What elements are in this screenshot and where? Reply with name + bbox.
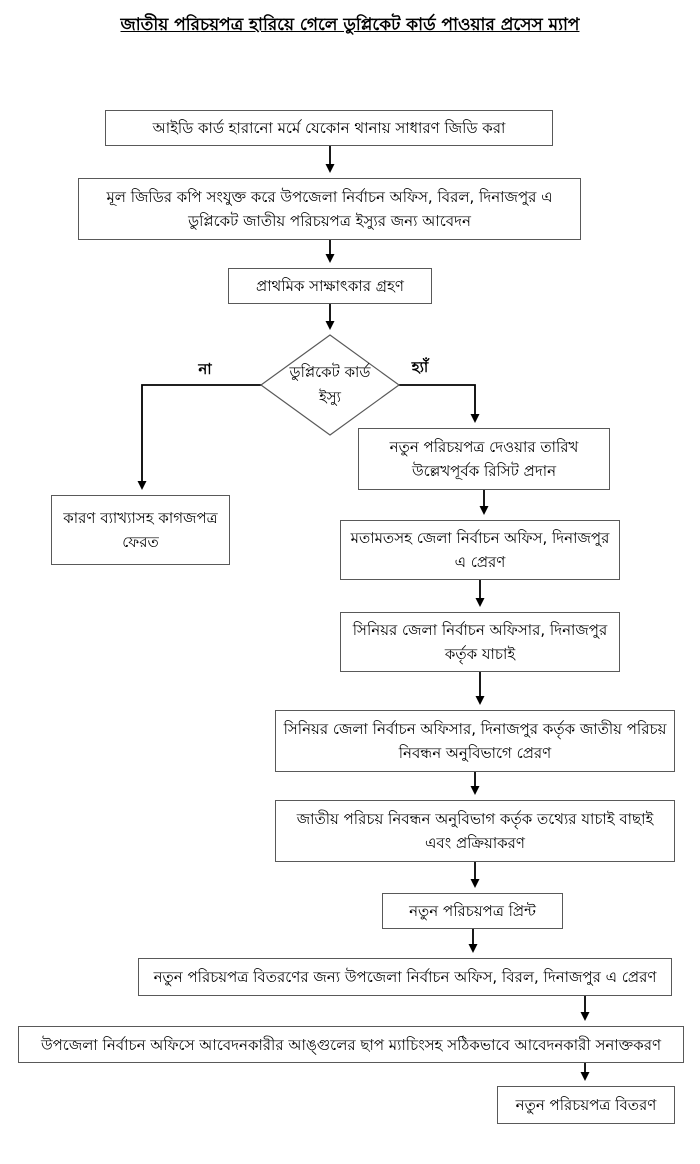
decision-label: ডুপ্লিকেট কার্ড ইস্যু bbox=[289, 362, 371, 407]
step-nid-processing-box: জাতীয় পরিচয় নিবন্ধন অনুবিভাগ কর্তৃক তথ… bbox=[275, 800, 675, 862]
page-title: জাতীয় পরিচয়পত্র হারিয়ে গেলে ডুপ্লিকেট… bbox=[120, 15, 580, 35]
step-verify-senior-box: সিনিয়র জেলা নির্বাচন অফিসার, দিনাজপুর ক… bbox=[340, 612, 620, 672]
step-gd-box: আইডি কার্ড হারানো মর্মে যেকোন থানায় সাধ… bbox=[105, 110, 553, 146]
step-receipt-label: নতুন পরিচয়পত্র দেওয়ার তারিখ উল্লেখপূর্… bbox=[389, 438, 579, 480]
step-print-card-box: নতুন পরিচয়পত্র প্রিন্ট bbox=[382, 893, 563, 929]
step-send-nid-wing-label: সিনিয়র জেলা নির্বাচন অফিসার, দিনাজপুর ক… bbox=[283, 720, 667, 762]
step-application-label: মূল জিডির কপি সংযুক্ত করে উপজেলা নির্বাচ… bbox=[106, 188, 553, 230]
decision-yes-label: হ্যাঁ bbox=[411, 358, 429, 376]
step-interview-box: প্রাথমিক সাক্ষাৎকার গ্রহণ bbox=[228, 268, 432, 304]
decision-no-label: না bbox=[198, 360, 212, 378]
step-return-docs-label: কারণ ব্যাখ্যাসহ কাগজপত্র ফেরত bbox=[63, 509, 218, 551]
step-send-upazila-label: নতুন পরিচয়পত্র বিতরণের জন্য উপজেলা নির্… bbox=[153, 968, 657, 986]
step-send-nid-wing-box: সিনিয়র জেলা নির্বাচন অফিসার, দিনাজপুর ক… bbox=[275, 710, 675, 772]
step-distribute-label: নতুন পরিচয়পত্র বিতরণ bbox=[515, 1096, 657, 1114]
step-return-docs-box: কারণ ব্যাখ্যাসহ কাগজপত্র ফেরত bbox=[51, 495, 230, 565]
step-identify-applicant-label: উপজেলা নির্বাচন অফিসে আবেদনকারীর আঙ্গুলে… bbox=[40, 1035, 662, 1054]
step-gd-label: আইডি কার্ড হারানো মর্মে যেকোন থানায় সাধ… bbox=[152, 119, 506, 137]
connector-decision-yes bbox=[399, 384, 480, 423]
connector-decision-no bbox=[137, 384, 262, 490]
step-distribute-box: নতুন পরিচয়পত্র বিতরণ bbox=[497, 1086, 675, 1124]
step-send-district-box: মতামতসহ জেলা নির্বাচন অফিস, দিনাজপুর এ প… bbox=[340, 520, 620, 580]
step-application-box: মূল জিডির কপি সংযুক্ত করে উপজেলা নির্বাচ… bbox=[78, 178, 581, 240]
step-receipt-box: নতুন পরিচয়পত্র দেওয়ার তারিখ উল্লেখপূর্… bbox=[358, 428, 610, 490]
step-send-upazila-box: নতুন পরিচয়পত্র বিতরণের জন্য উপজেলা নির্… bbox=[138, 958, 672, 996]
step-identify-applicant-box: উপজেলা নির্বাচন অফিসে আবেদনকারীর আঙ্গুলে… bbox=[18, 1026, 684, 1063]
step-send-district-label: মতামতসহ জেলা নির্বাচন অফিস, দিনাজপুর এ প… bbox=[350, 529, 610, 571]
step-nid-processing-label: জাতীয় পরিচয় নিবন্ধন অনুবিভাগ কর্তৃক তথ… bbox=[296, 810, 654, 852]
step-print-card-label: নতুন পরিচয়পত্র প্রিন্ট bbox=[409, 902, 536, 920]
step-verify-senior-label: সিনিয়র জেলা নির্বাচন অফিসার, দিনাজপুর ক… bbox=[352, 621, 608, 663]
step-interview-label: প্রাথমিক সাক্ষাৎকার গ্রহণ bbox=[256, 277, 404, 295]
